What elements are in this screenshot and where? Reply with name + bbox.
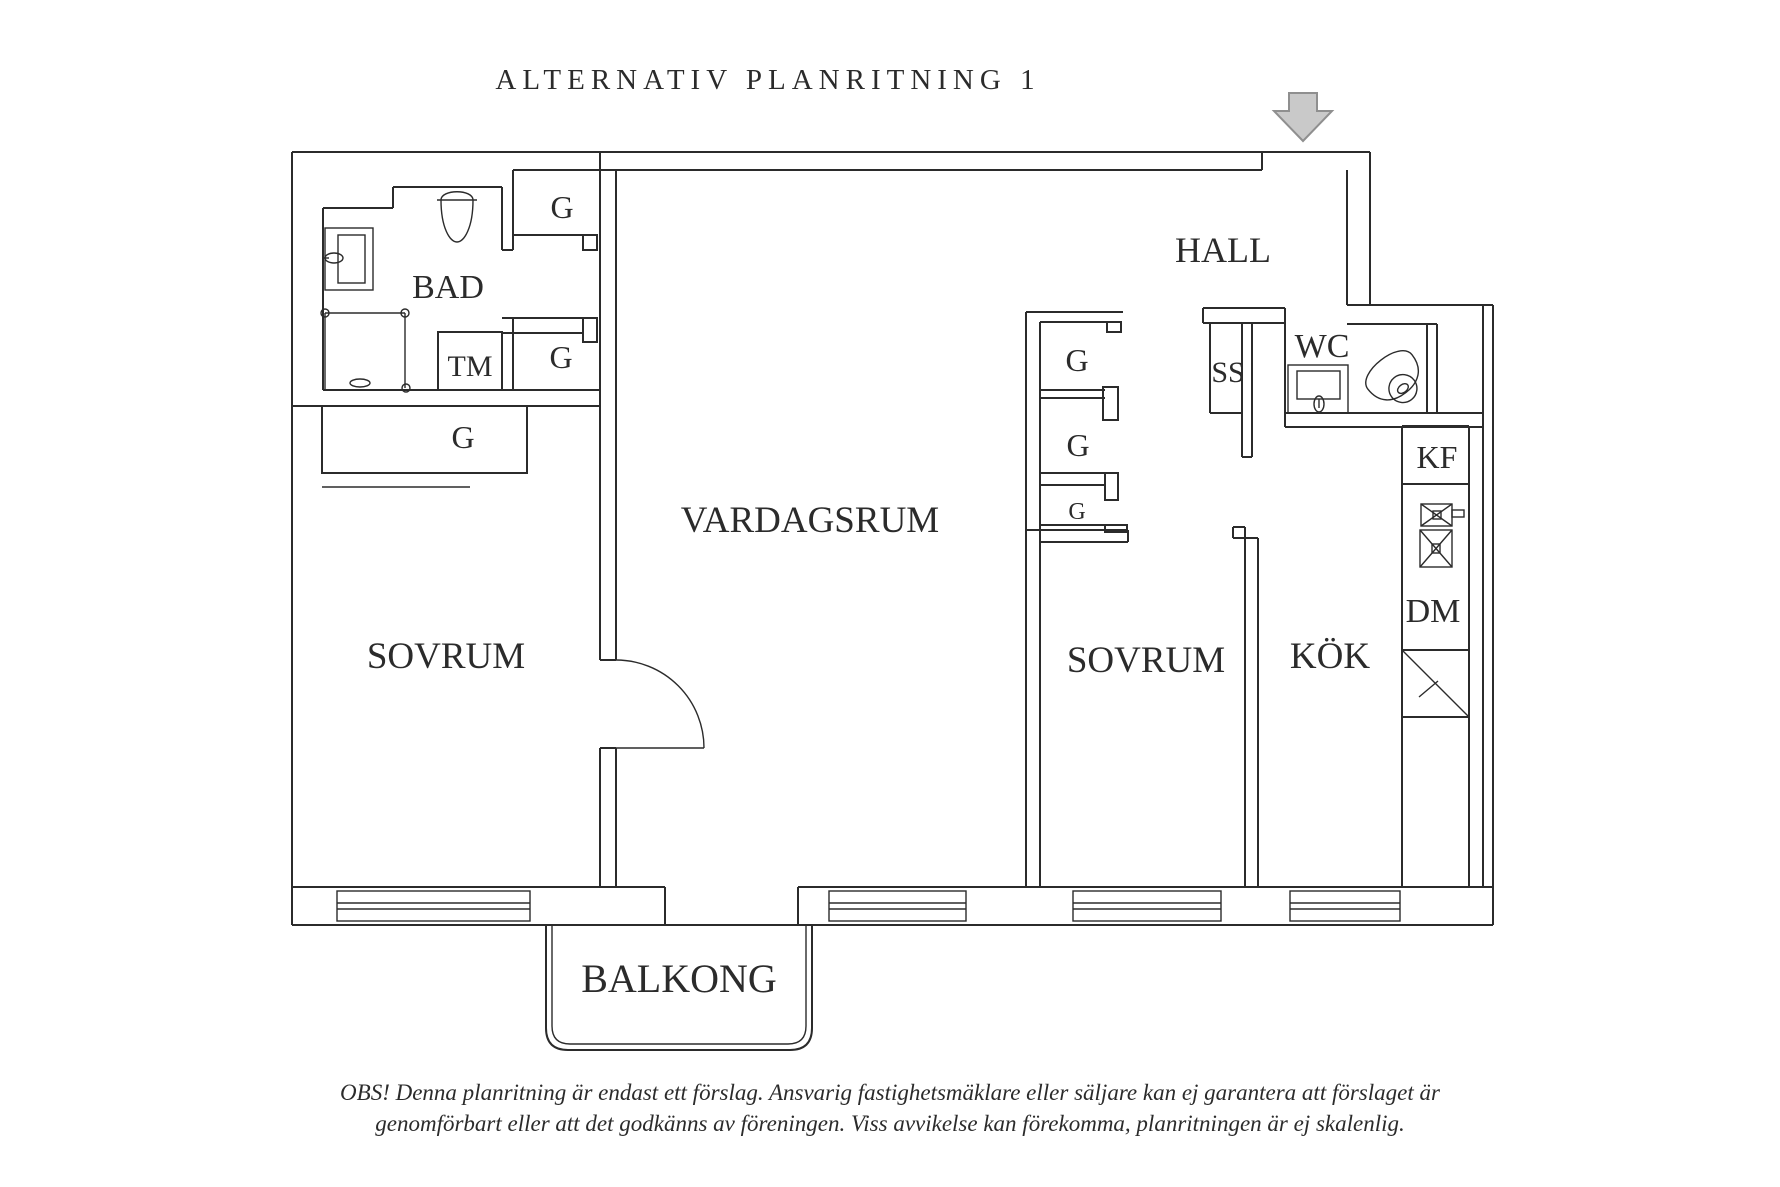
toilet-wc-icon xyxy=(1365,350,1420,404)
label-g-wardrobe: G xyxy=(451,419,474,455)
label-sovrum-left: SOVRUM xyxy=(367,636,525,677)
exterior-walls xyxy=(291,151,1494,926)
label-g3: G xyxy=(1065,342,1088,378)
window-sovrum-left xyxy=(336,890,531,922)
window-kok xyxy=(1289,890,1401,922)
balcony xyxy=(545,925,813,1051)
label-g2: G xyxy=(549,339,572,375)
label-dm: DM xyxy=(1406,593,1461,630)
label-tm: TM xyxy=(448,350,493,383)
closet-stack-walls xyxy=(1025,311,1129,887)
kitchen-hob-icon xyxy=(1419,529,1453,568)
entrance-arrow-icon xyxy=(1271,92,1335,143)
label-kf: KF xyxy=(1417,439,1458,475)
shower-icon xyxy=(320,308,411,393)
sink-wc-icon xyxy=(1287,364,1349,414)
sink-bad-icon xyxy=(323,227,374,291)
counter-symbol xyxy=(1401,649,1470,718)
window-sovrum-right xyxy=(1072,890,1222,922)
wardrobe-sovrum-left xyxy=(321,405,528,488)
label-vardagsrum: VARDAGSRUM xyxy=(681,500,939,541)
toilet-bad-icon xyxy=(437,191,477,243)
page-title: ALTERNATIV PLANRITNING 1 xyxy=(495,64,1040,96)
kitchen-cabinets xyxy=(1401,425,1470,887)
disclaimer-line1: OBS! Denna planritning är endast ett för… xyxy=(340,1080,1441,1105)
label-hall: HALL xyxy=(1175,230,1271,270)
label-g5: G xyxy=(1068,499,1085,525)
door-arc-sovrum-left xyxy=(615,659,705,749)
bad-fixtures xyxy=(320,191,477,393)
label-ss: SS xyxy=(1211,356,1244,389)
bathroom-walls xyxy=(292,170,600,407)
kitchen-sink-icon xyxy=(1420,503,1465,527)
divider-sovrum-vardagsrum xyxy=(599,152,705,887)
divider-sovrum-kok xyxy=(1232,526,1259,887)
label-kok: KÖK xyxy=(1290,636,1370,677)
label-bad: BAD xyxy=(412,269,484,306)
label-wc: WC xyxy=(1295,328,1350,365)
label-sovrum-right: SOVRUM xyxy=(1067,640,1225,681)
label-g1: G xyxy=(550,189,573,225)
disclaimer-line2: genomförbart eller att det godkänns av f… xyxy=(375,1111,1405,1136)
windows xyxy=(336,890,1401,922)
label-g4: G xyxy=(1066,427,1089,463)
window-vardagsrum xyxy=(828,890,967,922)
wc-fixtures xyxy=(1287,350,1420,414)
label-balkong: BALKONG xyxy=(581,956,777,1001)
